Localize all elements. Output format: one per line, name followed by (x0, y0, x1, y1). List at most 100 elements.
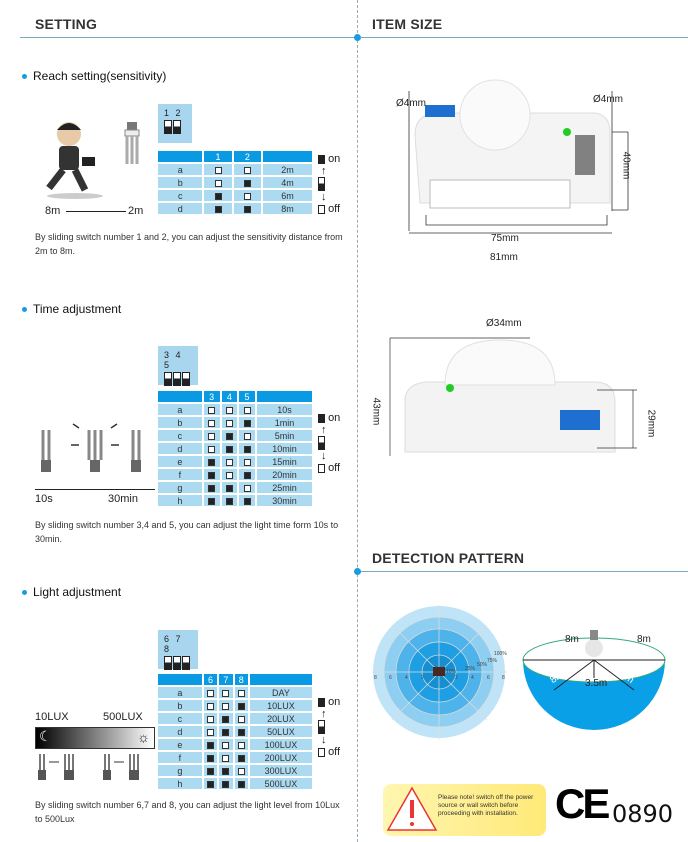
switch-on-icon (243, 471, 251, 479)
switch-state-cell (203, 443, 220, 454)
switch-state-cell (203, 752, 218, 763)
row-value: 50LUX (249, 726, 312, 737)
switch-state-cell (203, 739, 218, 750)
switch-state-cell (234, 700, 248, 711)
switch-off-icon (237, 741, 245, 749)
switch-state-cell (203, 404, 220, 415)
switch-state-cell (221, 443, 238, 454)
row-label: c (158, 430, 202, 441)
item-size-title: ITEM SIZE (372, 16, 443, 32)
on-off-legend: on ↑ ↓ off (318, 153, 341, 215)
range-arrow (66, 211, 126, 212)
switch-on-icon (237, 754, 245, 762)
hole-right-dimension: Ø4mm (593, 94, 623, 105)
switch-state-cell (203, 687, 218, 698)
switch-state-cell (234, 713, 248, 724)
switch-off-icon (222, 702, 230, 710)
diameter-dimension: Ø34mm (486, 318, 522, 329)
switch-off-icon (237, 767, 245, 775)
polar-ring-label-50: 50% (477, 662, 488, 668)
switch-state-cell (234, 726, 248, 737)
light-description: By sliding switch number 6,7 and 8, you … (35, 800, 340, 824)
switch-on-icon (206, 741, 214, 749)
column-header: 8 (234, 674, 248, 685)
switch-on-icon (208, 458, 216, 466)
ce-mark: CE (555, 780, 610, 827)
range-from: 8m (45, 205, 61, 217)
switch-state-cell (203, 713, 218, 724)
polar-tick: 2 (421, 675, 424, 681)
hole-left-dimension: Ø4mm (396, 98, 426, 109)
polar-tick: 6 (487, 675, 490, 681)
switch-on-icon (225, 497, 233, 505)
setting-title: SETTING (35, 16, 98, 32)
switch-on-icon (243, 205, 251, 213)
switch-state-cell (221, 456, 238, 467)
column-header (158, 674, 202, 685)
divider-dot (354, 34, 361, 41)
switch-on-icon (225, 484, 233, 492)
switch-state-cell (219, 700, 233, 711)
sun-icon: ☼ (137, 729, 150, 745)
switch-off-icon (225, 419, 233, 427)
switch-off-icon (225, 471, 233, 479)
switch-state-cell (219, 687, 233, 698)
switch-off-icon (225, 406, 233, 414)
switch-state-cell (233, 177, 262, 188)
row-label: d (158, 443, 202, 454)
row-value: 100LUX (249, 739, 312, 750)
switch-state-cell (203, 495, 220, 506)
switch-off-icon (206, 689, 214, 697)
polar-detection-chart (372, 605, 507, 740)
row-label: h (158, 778, 202, 789)
switch-state-cell (203, 726, 218, 737)
switch-on-icon (208, 471, 216, 479)
warning-icon (386, 786, 438, 831)
row-label: d (158, 726, 202, 737)
sensor-side-view-image (389, 337, 637, 456)
column-header: 4 (221, 391, 238, 402)
row-value: 5min (256, 430, 312, 441)
switch-state-cell (203, 469, 220, 480)
row-value: 500LUX (249, 778, 312, 789)
switch-state-cell (221, 469, 238, 480)
divider (360, 37, 688, 38)
switch-state-cell (234, 687, 248, 698)
polar-tick: 8 (374, 675, 377, 681)
row-label: e (158, 456, 202, 467)
switch-state-cell (234, 739, 248, 750)
switch-state-cell (234, 752, 248, 763)
switch-state-cell (239, 417, 255, 428)
notice-text: Please note! switch off the power source… (438, 794, 534, 817)
row-value: 10LUX (249, 700, 312, 711)
light-range-from: 10LUX (35, 711, 69, 723)
switch-off-icon (237, 715, 245, 723)
switch-off-icon (208, 445, 216, 453)
switch-state-cell (204, 164, 232, 175)
row-label: b (158, 177, 203, 188)
running-man-illustration (46, 122, 140, 199)
row-label: c (158, 190, 203, 201)
column-header: 2 (233, 151, 262, 162)
switch-state-cell (239, 495, 255, 506)
switch-on-icon (214, 205, 222, 213)
switch-state-cell (203, 700, 218, 711)
polar-ring-label-10: 10% (446, 669, 457, 675)
row-value: 25min (256, 482, 312, 493)
switch-off-icon (222, 754, 230, 762)
switch-state-cell (221, 482, 238, 493)
row-value: 30min (256, 495, 312, 506)
divider-dot (354, 568, 361, 575)
column-header: 3 (203, 391, 220, 402)
light-heading: Light adjustment (22, 585, 121, 599)
switch-state-cell (221, 404, 238, 415)
dome-center-label: 3.5m (585, 678, 608, 689)
